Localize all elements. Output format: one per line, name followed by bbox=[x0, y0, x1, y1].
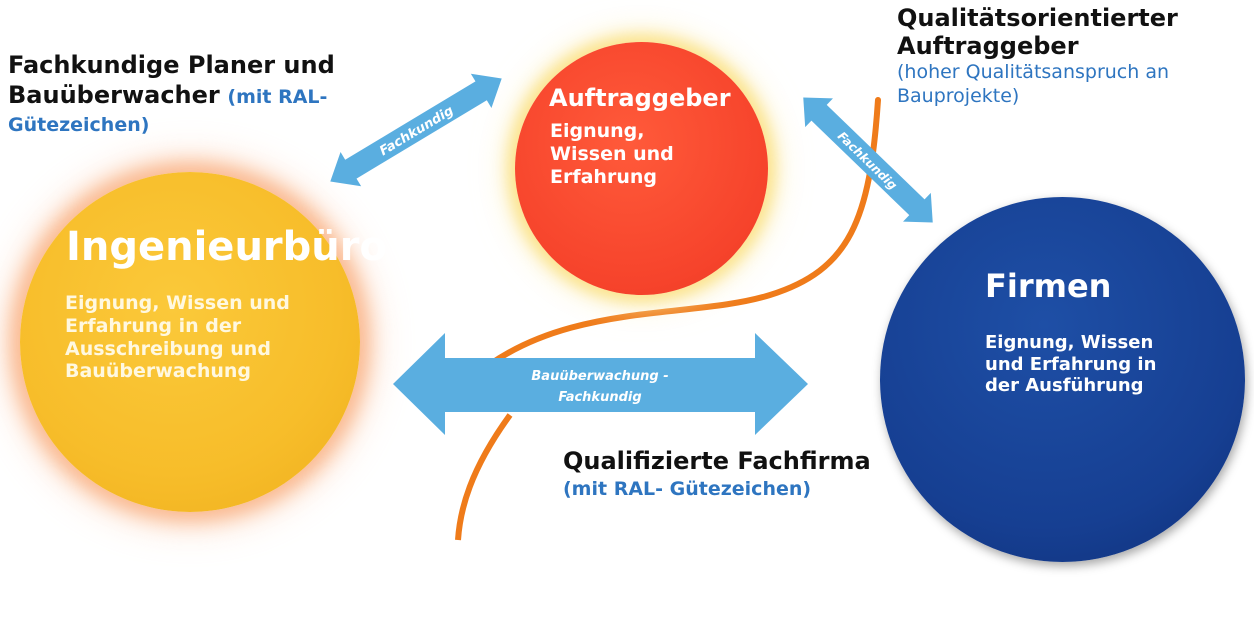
label-title-line: Qualitätsorientierter bbox=[897, 4, 1178, 32]
description-line: Ausschreibung und bbox=[65, 337, 271, 360]
arrow-label: Fachkundig bbox=[377, 103, 456, 159]
label-note: Gütezeichen) bbox=[8, 114, 150, 136]
description-line: Erfahrung bbox=[550, 165, 657, 188]
label-title-line: Bauüberwacher bbox=[8, 81, 220, 109]
label-title-line: Auftraggeber bbox=[897, 32, 1079, 60]
circle-ingenieurbuero: Ingenieurbüro Eignung, Wissen und Erfahr… bbox=[20, 172, 387, 512]
label-note: Bauprojekte) bbox=[897, 85, 1020, 107]
label-title-line: Fachkundige Planer und bbox=[8, 51, 335, 79]
circle-title: Ingenieurbüro bbox=[66, 224, 387, 270]
arrow-horizontal: Bauüberwachung - Fachkundig bbox=[393, 333, 808, 435]
arrow-label: Fachkundig bbox=[835, 129, 900, 193]
description-line: und Erfahrung in bbox=[985, 353, 1157, 375]
description-line: Eignung, Wissen bbox=[985, 332, 1154, 353]
label-planer: Fachkundige Planer und Bauüberwacher (mi… bbox=[8, 50, 335, 138]
description-line: der Ausführung bbox=[985, 375, 1144, 397]
circle-title: Firmen bbox=[985, 267, 1112, 305]
description-line: Bauüberwachung bbox=[65, 360, 252, 383]
circle-description: Eignung, Wissen und Erfahrung bbox=[550, 120, 674, 188]
circle-description: Eignung, Wissen und Erfahrung in der Aus… bbox=[65, 292, 290, 383]
description-line: Wissen und bbox=[550, 142, 674, 165]
arrow-label-line2: Fachkundig bbox=[558, 390, 641, 405]
description-line: Eignung, bbox=[550, 120, 645, 142]
arrow-label-line1: Bauüberwachung - bbox=[531, 369, 668, 384]
circle-description: Eignung, Wissen und Erfahrung in der Aus… bbox=[985, 332, 1156, 397]
label-note: (mit RAL- bbox=[227, 86, 328, 108]
label-fachfirma: Qualifizierte Fachfirma (mit RAL- Güteze… bbox=[563, 446, 871, 502]
divider-curve bbox=[467, 97, 881, 383]
label-note: (mit RAL- Gütezeichen) bbox=[563, 478, 812, 500]
label-title: Qualifizierte Fachfirma bbox=[563, 447, 871, 475]
arrow-left-diagonal: Fachkundig bbox=[330, 73, 502, 187]
description-line: Erfahrung in der bbox=[65, 314, 242, 337]
circle-auftraggeber: Auftraggeber Eignung, Wissen und Erfahru… bbox=[515, 42, 768, 295]
label-auftraggeber: Qualitätsorientierter Auftraggeber (hohe… bbox=[897, 4, 1178, 108]
label-note: (hoher Qualitätsanspruch an bbox=[897, 61, 1170, 83]
divider-curve-lower bbox=[455, 413, 513, 541]
description-line: Eignung, Wissen und bbox=[65, 292, 290, 314]
circle-firmen: Firmen Eignung, Wissen und Erfahrung in … bbox=[880, 197, 1245, 562]
circle-title: Auftraggeber bbox=[549, 84, 731, 112]
